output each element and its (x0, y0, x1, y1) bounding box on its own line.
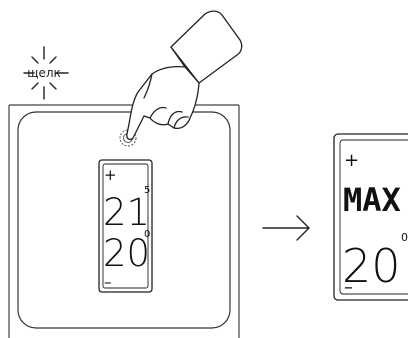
mode-max-text: MAX (343, 181, 401, 219)
click-burst-icon (23, 46, 69, 100)
display-after (333, 133, 408, 301)
display-before (98, 159, 153, 293)
pointing-hand-icon (126, 10, 243, 141)
plus-button-after[interactable]: + (344, 150, 359, 171)
right-arrow-icon (262, 215, 310, 241)
set-temperature-after-decimal: 0 (401, 231, 408, 244)
current-temperature: 21 (103, 191, 150, 234)
minus-button[interactable]: – (104, 273, 112, 291)
click-label: щелк (27, 66, 61, 80)
set-temperature-after: 20 (342, 239, 401, 293)
minus-button-after[interactable]: – (344, 277, 353, 298)
set-temperature-decimal: 0 (144, 229, 150, 240)
current-temperature-decimal: 5 (144, 185, 150, 196)
set-temperature: 20 (103, 232, 150, 275)
plus-button[interactable]: + (104, 166, 117, 184)
